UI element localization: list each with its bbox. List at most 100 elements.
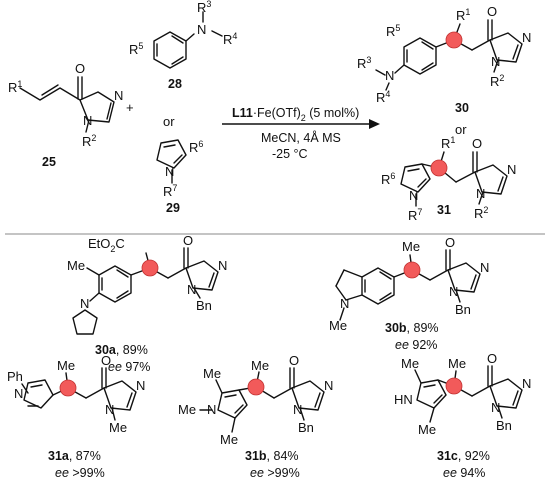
example-id-31a: 31a, 87% xyxy=(48,449,101,463)
pyrrole-n-label: N xyxy=(207,402,216,417)
carbonyl-oxygen-label: O xyxy=(445,235,455,250)
example-31a-structure xyxy=(21,367,137,421)
imidazole-n-label: N xyxy=(83,113,92,128)
imidazole-n-label: N xyxy=(491,400,500,415)
imidazole-n-label: N xyxy=(522,376,531,391)
solvent-label: MeCN, 4Å MS xyxy=(261,130,341,145)
example-31b-structure xyxy=(199,367,325,433)
example-id-31b: 31b, 84% xyxy=(245,449,299,463)
example-ee-30b: ee 92% xyxy=(395,338,437,352)
imidazole-n-label: N xyxy=(105,402,114,417)
compound-number-25: 25 xyxy=(42,155,56,169)
imidazole-n-label: N xyxy=(507,162,516,177)
or-label: or xyxy=(163,114,175,129)
methyl-label: Me xyxy=(418,422,436,437)
r2-label: R2 xyxy=(490,73,504,89)
bond xyxy=(375,69,386,76)
methyl-label: Me xyxy=(251,358,269,373)
reactant-29-structure xyxy=(156,139,187,184)
example-ee-31c: ee 94% xyxy=(443,466,485,480)
stereocenter-marker xyxy=(59,379,77,397)
methyl-label: Me xyxy=(220,432,238,447)
imidazole-n-label: N xyxy=(491,54,500,69)
stereocenter-marker xyxy=(403,261,421,279)
stereocenter-marker xyxy=(430,159,448,177)
phenyl-label: Ph xyxy=(7,369,23,384)
r7-label: R7 xyxy=(163,183,177,199)
carbonyl-oxygen-label: O xyxy=(101,353,111,368)
stereocenter-marker xyxy=(247,378,265,396)
methyl-label: Me xyxy=(402,239,420,254)
pyrrolidine-n-label: N xyxy=(80,296,89,311)
carbonyl-oxygen-label: O xyxy=(487,4,497,19)
methyl-label: Me xyxy=(401,356,419,371)
example-ee-31b: ee >99% xyxy=(250,466,300,480)
r7-label: R7 xyxy=(408,207,422,223)
stereocenter-marker xyxy=(445,31,463,49)
methyl-label: Me xyxy=(448,356,466,371)
imidazole-n-label: N xyxy=(480,260,489,275)
methyl-label: Me xyxy=(67,258,85,273)
imidazole-n-label: N xyxy=(522,30,531,45)
stereocenter-marker xyxy=(445,377,463,395)
imidazole-n-label: N xyxy=(114,88,123,103)
r1-label: R1 xyxy=(8,79,22,95)
benzyl-label: Bn xyxy=(298,420,314,435)
pyrrole-n-label: N xyxy=(409,188,418,203)
imidazole-n-label: N xyxy=(293,402,302,417)
imidazole-n-label: N xyxy=(187,282,196,297)
r1-label: R1 xyxy=(456,7,470,23)
compound-number-29: 29 xyxy=(166,201,180,215)
carbonyl-oxygen-label: O xyxy=(183,233,193,248)
pyrrole-n-label: N xyxy=(165,164,174,179)
or-label: or xyxy=(455,122,467,137)
example-ee-30a: ee 97% xyxy=(108,360,150,374)
benzyl-label: Bn xyxy=(455,302,471,317)
methyl-label: Me xyxy=(329,318,347,333)
r2-label: R2 xyxy=(474,205,488,221)
carbonyl-oxygen-label: O xyxy=(75,61,85,76)
benzyl-label: Bn xyxy=(196,298,212,313)
imidazole-n-label: N xyxy=(218,258,227,273)
example-id-30a: 30a, 89% xyxy=(95,343,148,357)
r6-label: R6 xyxy=(381,171,395,187)
pyrrole-nh-label: HN xyxy=(394,392,413,407)
r3-label: R3 xyxy=(357,55,371,71)
r1-label: R1 xyxy=(441,135,455,151)
r5-label: R5 xyxy=(386,23,400,39)
plus-sign: + xyxy=(126,100,134,115)
r2-label: R2 xyxy=(82,133,96,149)
compound-number-28: 28 xyxy=(168,77,182,91)
pyrrole-n-label: N xyxy=(14,386,23,401)
methyl-label: Me xyxy=(203,366,221,381)
imidazole-n-label: N xyxy=(449,284,458,299)
example-ee-31a: ee >99% xyxy=(55,466,105,480)
carbonyl-oxygen-label: O xyxy=(472,136,482,151)
r6-label: R6 xyxy=(189,139,203,155)
carbonyl-oxygen-label: O xyxy=(289,353,299,368)
example-31c-structure xyxy=(414,365,523,423)
bond xyxy=(385,82,390,91)
reactant-28-structure xyxy=(153,11,223,69)
imidazole-n-label: N xyxy=(136,378,145,393)
amine-n-label: N xyxy=(197,22,206,37)
example-30a-structure xyxy=(72,247,219,335)
example-id-31c: 31c, 92% xyxy=(437,449,490,463)
reactant-25-structure xyxy=(19,76,115,133)
r3-label: R3 xyxy=(197,0,211,15)
imidazole-n-label: N xyxy=(476,186,485,201)
r5-label: R5 xyxy=(129,41,143,57)
r4-label: R4 xyxy=(376,89,390,105)
benzyl-label: Bn xyxy=(496,418,512,433)
methyl-label: Me xyxy=(109,420,127,435)
ester-label: EtO2C xyxy=(88,236,125,254)
carbonyl-oxygen-label: O xyxy=(487,351,497,366)
example-id-30b: 30b, 89% xyxy=(385,321,439,335)
temperature-label: -25 °C xyxy=(272,147,308,161)
amine-n-label: N xyxy=(385,68,394,83)
compound-number-30: 30 xyxy=(455,101,469,115)
compound-number-31: 31 xyxy=(437,203,451,217)
stereocenter-marker xyxy=(141,259,159,277)
catalyst-label: L11·Fe(OTf)2 (5 mol%) xyxy=(232,106,359,123)
